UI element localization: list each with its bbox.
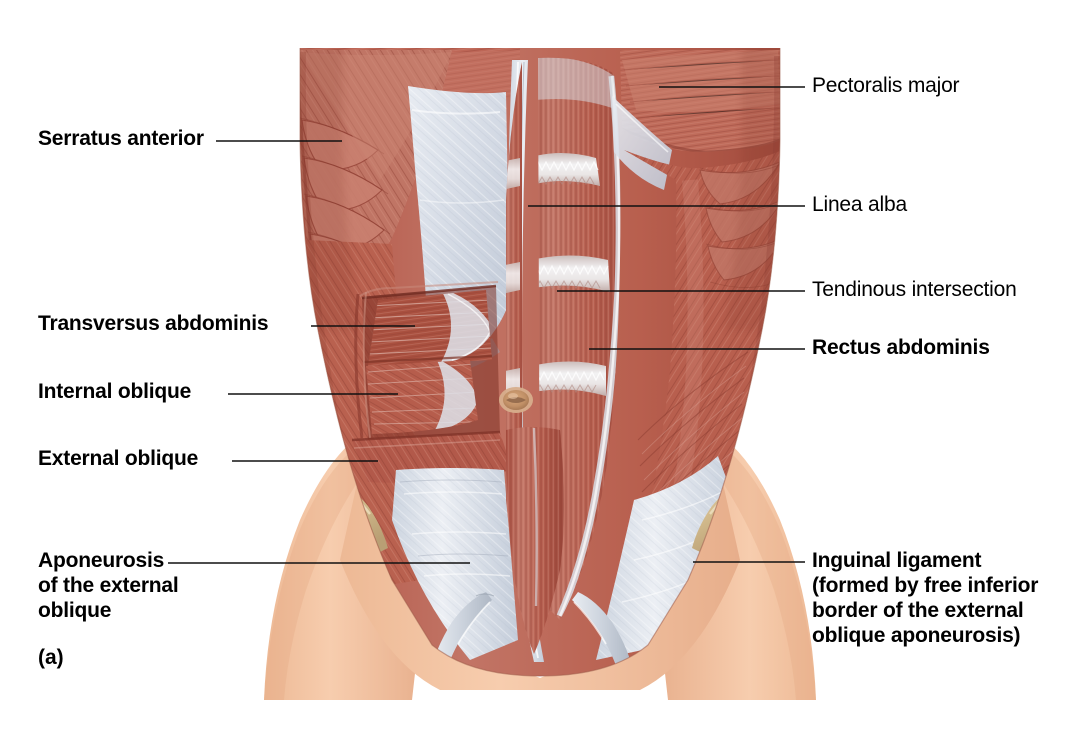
label-aponeurosis-line-3: oblique	[38, 599, 112, 622]
spermatic-cord-right	[572, 592, 632, 672]
torso-outline	[299, 48, 781, 677]
label-pectoralis-major: Pectoralis major	[812, 74, 960, 97]
label-inguinal-ligament: Inguinal ligament (formed by free inferi…	[812, 548, 1072, 648]
label-inguinal-line-2: (formed by free inferior	[812, 574, 1039, 597]
label-tendinous-intersection: Tendinous intersection	[812, 278, 1017, 301]
label-inguinal-line-3: border of the external	[812, 599, 1024, 622]
label-aponeurosis-line-1: Aponeurosis	[38, 549, 165, 572]
label-serratus-anterior: Serratus anterior	[38, 127, 204, 150]
internal-oblique	[366, 360, 478, 434]
rectus-abdominis-lower	[506, 427, 564, 654]
dissection-window	[351, 281, 512, 483]
leader-lines	[168, 86, 805, 564]
label-aponeurosis-external-oblique: Aponeurosis of the external oblique	[38, 548, 288, 623]
umbilicus	[499, 387, 533, 413]
spermatic-cord-left	[432, 592, 495, 672]
label-internal-oblique: Internal oblique	[38, 380, 192, 403]
label-transversus-abdominis: Transversus abdominis	[38, 312, 269, 335]
label-inguinal-line-1: Inguinal ligament	[812, 549, 982, 572]
tendinous-intersection-group	[538, 153, 610, 396]
label-external-oblique: External oblique	[38, 447, 199, 470]
label-rectus-abdominis: Rectus abdominis	[812, 336, 990, 359]
label-linea-alba: Linea alba	[812, 193, 907, 216]
label-aponeurosis-line-2: of the external	[38, 574, 179, 597]
transversus-abdominis	[368, 290, 492, 366]
external-oblique-aponeurosis-lower-right	[596, 456, 742, 660]
figure-part-letter: (a)	[38, 646, 64, 669]
external-oblique-aponeurosis-lower-left	[392, 468, 518, 660]
label-inguinal-line-4: oblique aponeurosis)	[812, 624, 1021, 647]
